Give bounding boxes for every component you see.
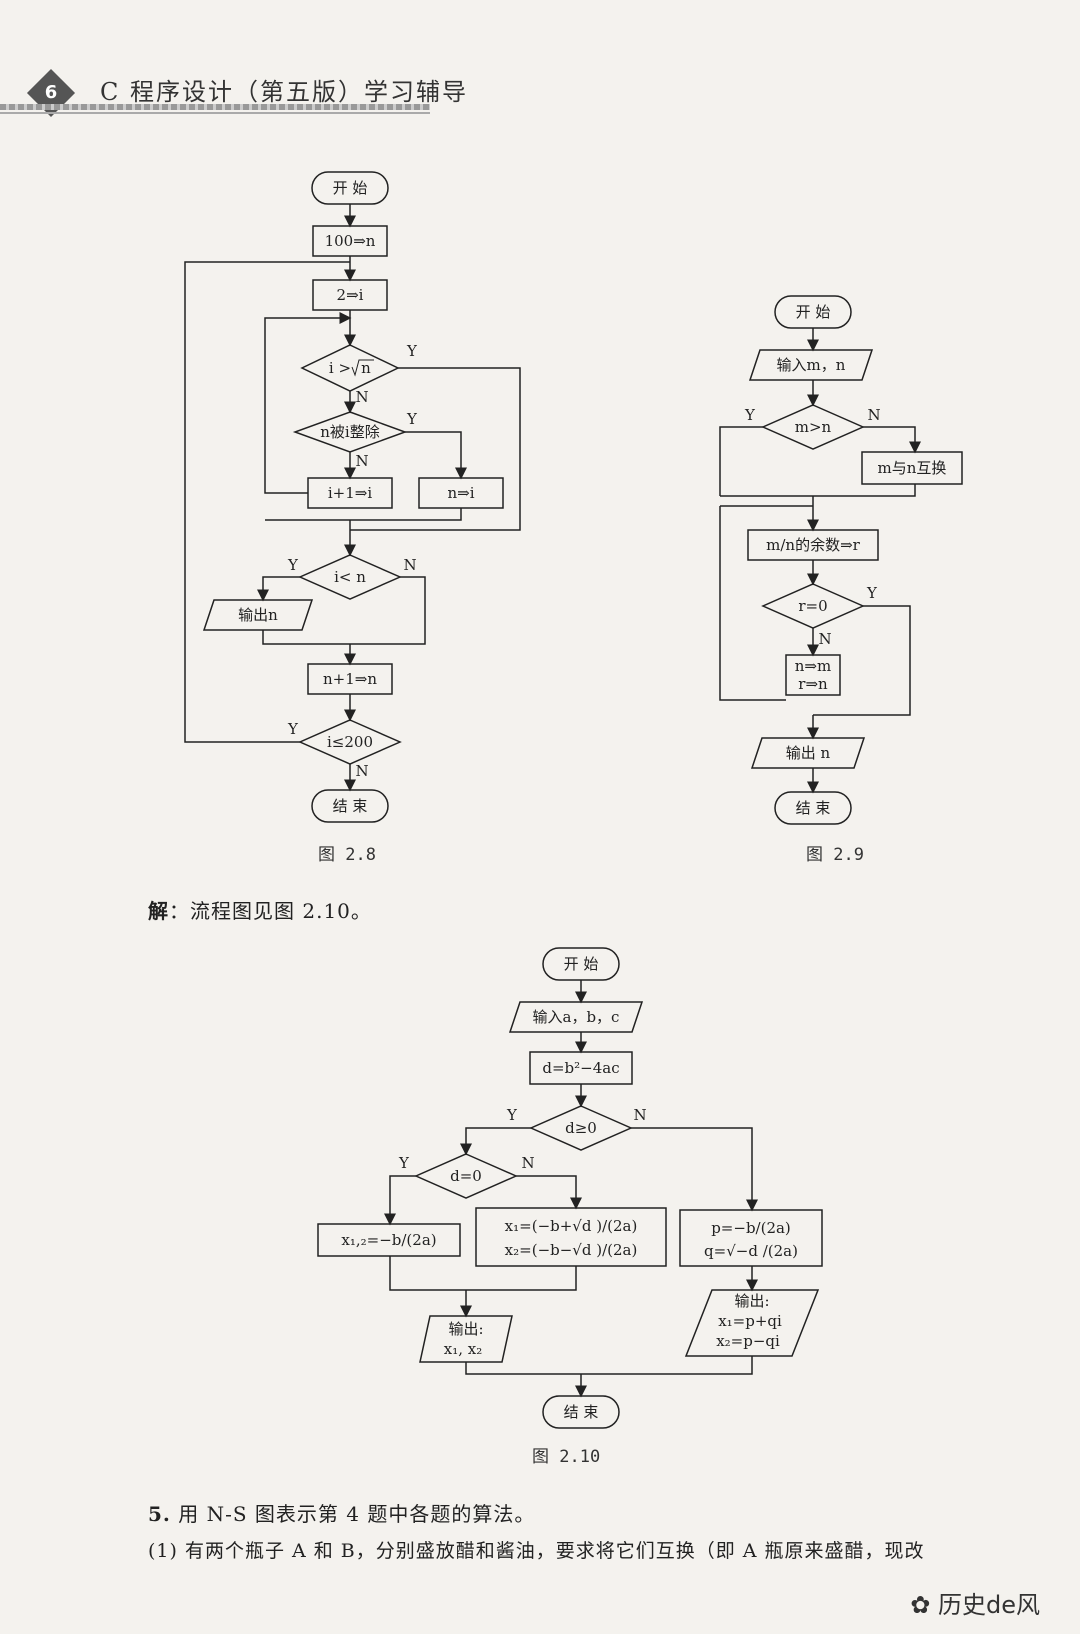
f29-no-gt: N — [867, 406, 880, 424]
f210-eq-decision — [414, 1153, 518, 1199]
header-rule-thin — [0, 112, 430, 114]
f210-yes-eq: Y — [398, 1154, 410, 1172]
f29-assign-box — [785, 654, 841, 696]
f210-p-text: p=−b/(2a) — [711, 1219, 791, 1237]
book-title: C 程序设计（第五版）学习辅导 — [100, 78, 468, 106]
f210-yes-ge: Y — [506, 1106, 518, 1124]
f29-no-zero: N — [818, 630, 831, 648]
f28-inc-i-text: i+1⇒i — [328, 484, 372, 502]
f210-ge-decision — [529, 1105, 633, 1151]
f210-start-text: 开 始 — [564, 955, 599, 973]
f28-less-decision — [298, 554, 402, 600]
f29-input-text: 输入m，n — [777, 356, 846, 374]
f28-no-sqrt: N — [355, 388, 368, 406]
f210-ge-text: d≥0 — [565, 1119, 597, 1137]
f28-output-text: 输出n — [238, 606, 278, 624]
f210-eq-text: d=0 — [450, 1167, 482, 1185]
f28-init-n-text: 100⇒n — [325, 232, 376, 250]
f210-x12-text: x₁,₂=−b/(2a) — [341, 1231, 436, 1249]
question-text: 用 N-S 图表示第 4 题中各题的算法。 — [170, 1502, 536, 1526]
f28-yes-div: Y — [406, 410, 418, 428]
f29-assign-text-1: n⇒m — [795, 657, 831, 675]
fig28-caption: 图 2.8 — [318, 845, 376, 865]
fig29-caption: 图 2.9 — [806, 845, 864, 865]
page-header: 6 C 程序设计（第五版）学习辅导 — [0, 60, 1080, 130]
f29-end-terminal — [774, 791, 852, 825]
f210-input-parallelogram — [508, 1001, 644, 1033]
f29-gt-decision — [761, 404, 865, 450]
solution-text: ：流程图见图 2.10。 — [169, 899, 372, 923]
f210-out-cplx-parallelogram — [684, 1289, 820, 1357]
f210-disc-text: d=b²−4ac — [542, 1059, 619, 1077]
watermark-text: 历史de风 — [938, 1591, 1040, 1619]
f28-init-i-text: 2⇒i — [337, 286, 364, 304]
sub-question-1: (1) 有两个瓶子 A 和 B，分别盛放醋和酱油，要求将它们互换（即 A 瓶原来… — [148, 1540, 925, 1562]
f210-q-text: q=√−d /(2a) — [704, 1242, 798, 1260]
solution-line: 解：流程图见图 2.10。 — [148, 895, 372, 924]
f29-gt-text: m>n — [795, 418, 832, 436]
f210-end-text: 结 束 — [564, 1403, 599, 1421]
f28-sqrt-text-b: n — [361, 359, 371, 377]
f210-no-eq: N — [521, 1154, 534, 1172]
f28-yes-200: Y — [287, 720, 299, 738]
f29-mod-text: m/n的余数⇒r — [766, 536, 861, 554]
f29-yes-gt: Y — [744, 406, 756, 424]
f29-start-text: 开 始 — [796, 303, 831, 321]
f28-no-200: N — [355, 762, 368, 780]
question-number: 5. — [148, 1502, 171, 1526]
f28-end-terminal — [311, 789, 389, 823]
f28-no-less: N — [403, 556, 416, 574]
f210-out-real-label: 输出: — [448, 1320, 483, 1338]
f28-no-div: N — [355, 452, 368, 470]
f28-inc-n-text: n+1⇒n — [323, 670, 377, 688]
f28-yes-sqrt: Y — [406, 342, 418, 360]
f210-out-cplx-1: x₁=p+qi — [718, 1312, 782, 1330]
question-5: 5. 用 N-S 图表示第 4 题中各题的算法。 — [148, 1498, 535, 1527]
f210-x1x2-box — [475, 1207, 667, 1267]
f28-start-text: 开 始 — [333, 179, 368, 197]
solution-label: 解 — [148, 899, 169, 923]
f210-no-ge: N — [633, 1106, 646, 1124]
f29-output-parallelogram — [750, 737, 866, 769]
f28-less-text: i< n — [334, 568, 366, 586]
f210-input-text: 输入a，b，c — [533, 1008, 620, 1026]
f29-zero-text: r=0 — [798, 597, 827, 615]
watermark: ✿ 历史de风 — [910, 1585, 1040, 1620]
f210-out-cplx-label: 输出: — [734, 1292, 769, 1310]
header-rule — [0, 104, 430, 110]
f28-yes-less: Y — [287, 556, 299, 574]
f29-assign-text-2: r⇒n — [798, 675, 828, 693]
f29-yes-zero: Y — [866, 584, 878, 602]
f28-div-text: n被i整除 — [320, 423, 379, 441]
f210-out-real-vals: x₁, x₂ — [444, 1340, 482, 1358]
f210-out-cplx-2: x₂=p−qi — [716, 1332, 780, 1350]
f210-x12-box — [317, 1223, 461, 1257]
f210-x2-text: x₂=(−b−√d )/(2a) — [505, 1241, 638, 1259]
f210-x1-text: x₁=(−b+√d )/(2a) — [505, 1217, 638, 1235]
f28-200-text: i≤200 — [327, 733, 373, 751]
f28-sqrt-text-a: i > — [329, 359, 351, 377]
f29-end-text: 结 束 — [796, 799, 831, 817]
wechat-icon: ✿ — [910, 1591, 931, 1619]
f28-set-i-text: n⇒i — [447, 484, 474, 502]
f210-pq-box — [679, 1209, 823, 1267]
f210-out-real-parallelogram — [419, 1315, 513, 1363]
f29-swap-box — [861, 451, 963, 485]
f29-output-text: 输出 n — [786, 744, 831, 762]
f29-swap-text: m与n互换 — [878, 459, 947, 477]
f28-end-text: 结 束 — [333, 797, 368, 815]
f210-end-terminal — [542, 1395, 620, 1429]
fig210-caption: 图 2.10 — [532, 1447, 601, 1467]
f28-output-parallelogram — [202, 599, 314, 631]
f29-input-parallelogram — [748, 349, 874, 381]
f28-sqrt-radical — [351, 359, 374, 377]
